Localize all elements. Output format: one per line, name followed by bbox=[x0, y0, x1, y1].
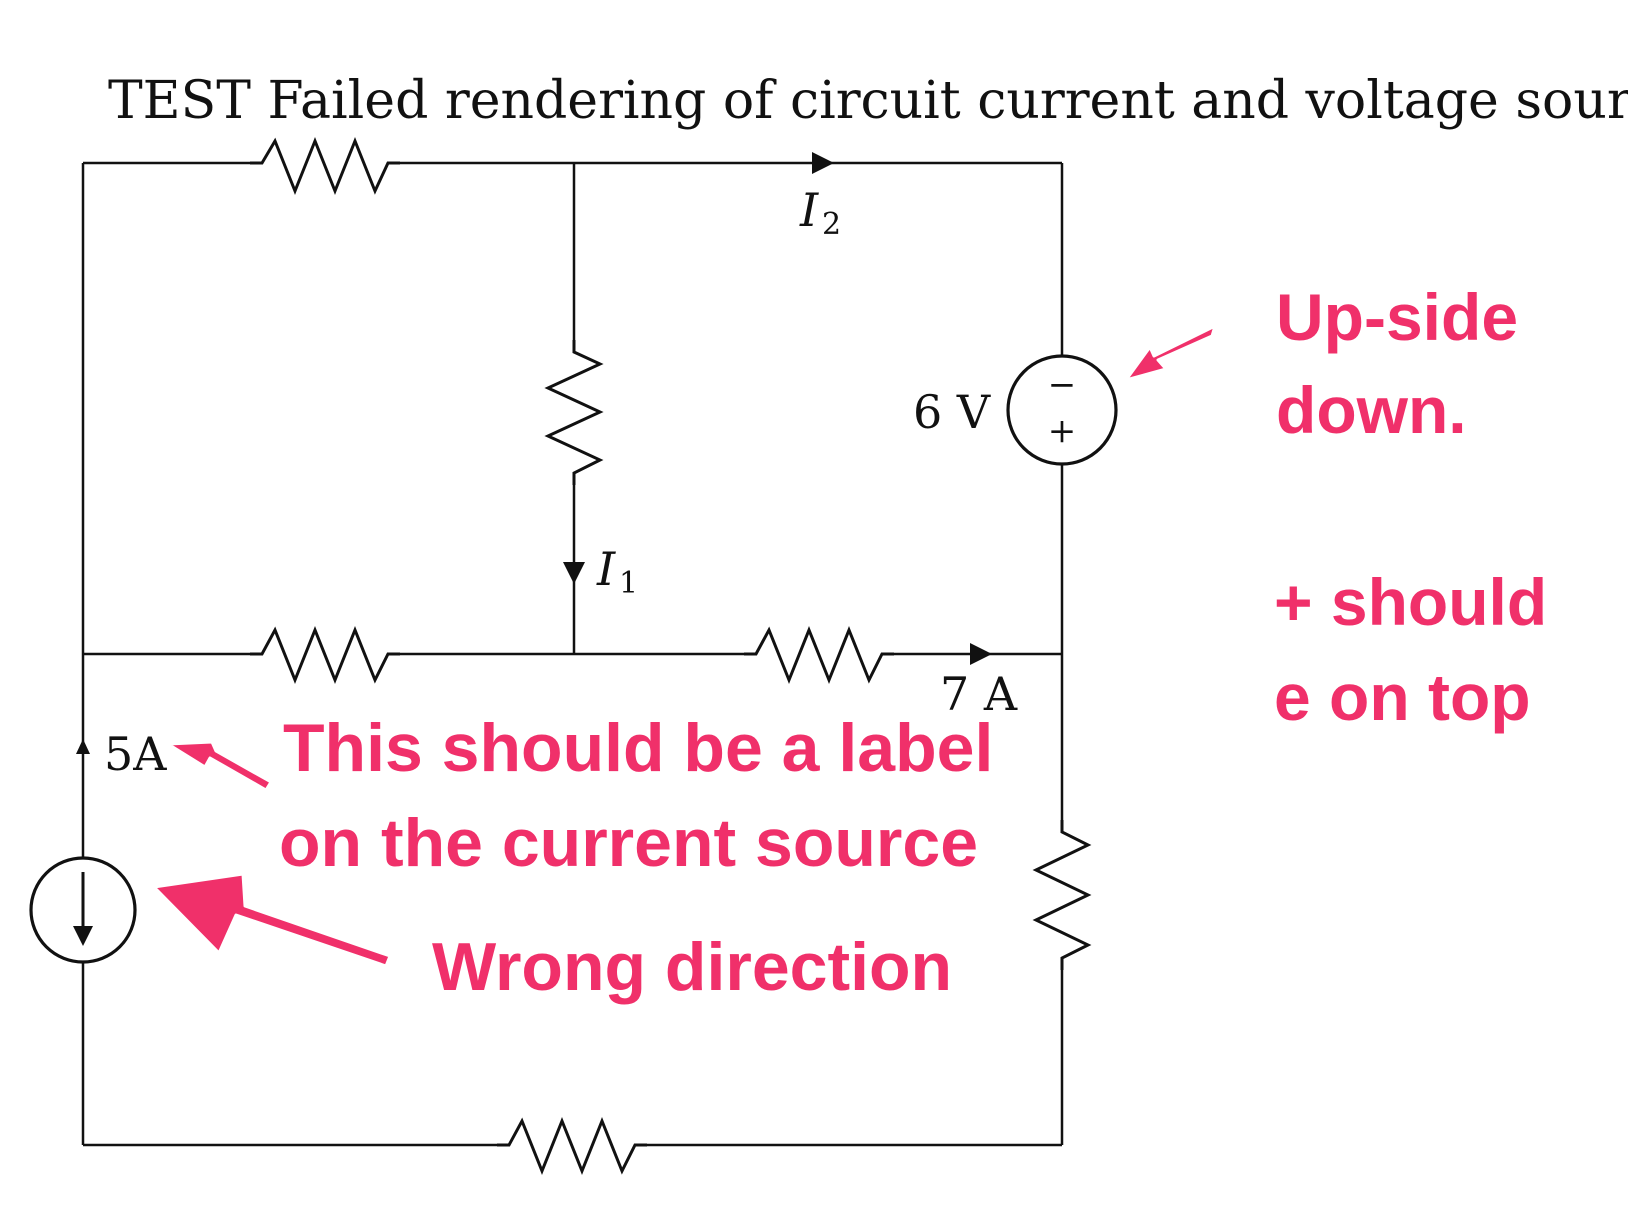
i2-arrow-icon bbox=[812, 152, 834, 174]
resistor-bottom bbox=[497, 1116, 647, 1176]
annotation-label-line2: on the current source bbox=[279, 805, 978, 881]
annotation-arrow-direction-icon bbox=[152, 872, 392, 968]
annotation-plus-line2: e on top bbox=[1274, 660, 1531, 734]
annotation-label-line1: This should be a label bbox=[283, 710, 993, 786]
annotation-upside-line1: Up-side bbox=[1276, 280, 1518, 354]
resistor-top-left bbox=[250, 136, 400, 196]
current-7a-arrow-icon bbox=[970, 643, 992, 665]
current-5a-arrow-icon bbox=[76, 739, 90, 754]
annotation-arrow-label-icon bbox=[166, 740, 273, 792]
annotation-plus-line1: + should bbox=[1274, 565, 1547, 639]
voltage-source-icon bbox=[1006, 354, 1118, 466]
label-voltage-6v: 6 V bbox=[913, 385, 991, 439]
resistor-middle-left bbox=[250, 625, 400, 685]
annotation-upside-line2: down. bbox=[1276, 373, 1467, 447]
voltage-source-plus: + bbox=[1048, 411, 1077, 451]
current-source-down-arrow-icon bbox=[73, 926, 93, 946]
annotation-arrow-upside-icon bbox=[1124, 324, 1217, 382]
circuit-wires bbox=[81, 161, 1064, 1147]
voltage-source-minus: − bbox=[1048, 365, 1077, 405]
resistor-middle-right bbox=[744, 625, 894, 685]
label-i2: I 2 bbox=[799, 183, 841, 242]
label-i1-main: I bbox=[596, 542, 616, 596]
label-i2-main: I bbox=[799, 183, 819, 237]
label-current-5a: 5A bbox=[104, 727, 167, 781]
resistor-center-vertical bbox=[544, 340, 604, 485]
annotation-wrong-direction: Wrong direction bbox=[432, 929, 952, 1005]
i1-arrow-icon bbox=[563, 562, 585, 584]
page-title: TEST Failed rendering of circuit current… bbox=[108, 71, 1628, 131]
label-i1: I 1 bbox=[596, 542, 638, 601]
label-current-7a: 7 A bbox=[940, 667, 1018, 721]
label-i1-subscript: 1 bbox=[619, 566, 638, 601]
label-i2-subscript: 2 bbox=[822, 207, 841, 242]
resistor-right-vertical bbox=[1032, 820, 1092, 970]
